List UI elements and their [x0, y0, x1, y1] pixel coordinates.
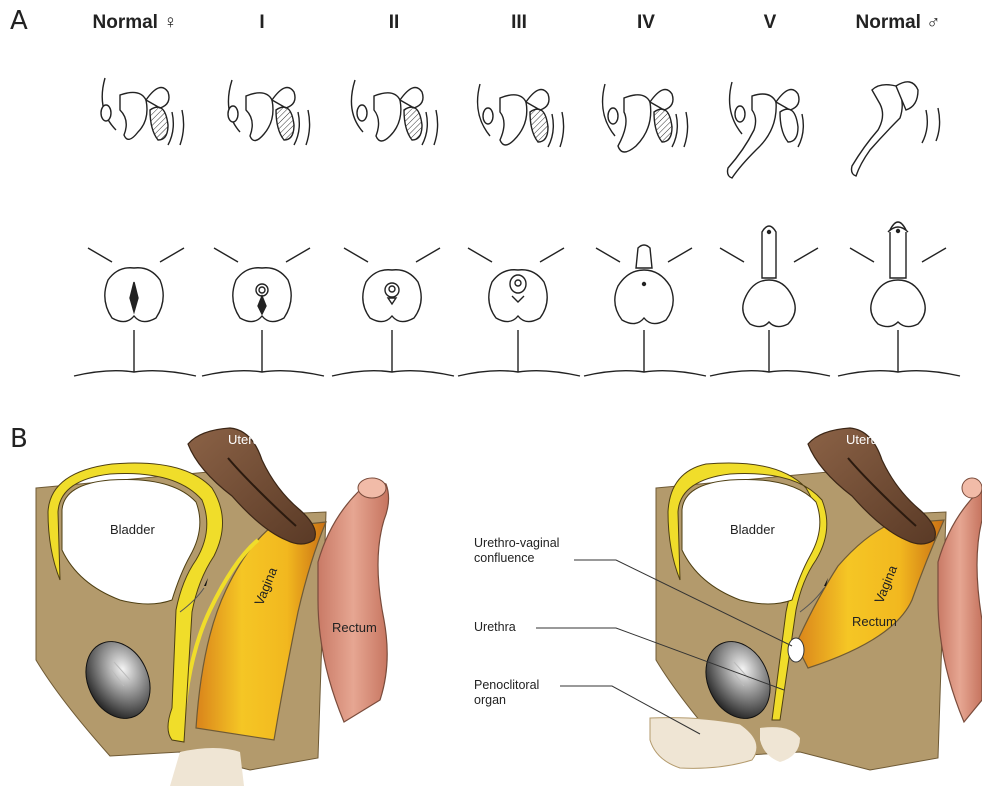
confluence-label-line2: confluence	[474, 551, 559, 566]
normal-pelvis-illustration: Uterus Bladder Vagina Rectum	[36, 428, 389, 786]
penoclitoral-organ-label: Penoclitoral organ	[474, 678, 539, 708]
sagittal-sketch-stage-v	[728, 82, 804, 178]
rectum-label-right: Rectum	[852, 614, 897, 629]
confluence-opening	[788, 638, 804, 662]
confluence-label-line1: Urethro-vaginal	[474, 536, 559, 551]
sagittal-sketch-stage-iv	[603, 84, 688, 152]
bladder-label-right: Bladder	[730, 522, 775, 537]
external-sketch-stage-i	[202, 248, 324, 376]
bladder-label-left: Bladder	[110, 522, 155, 537]
rectum-label-left: Rectum	[332, 620, 377, 635]
urethra-label: Urethra	[474, 620, 516, 635]
organ-label-line1: Penoclitoral	[474, 678, 539, 693]
external-sketch-normal-male	[838, 222, 960, 376]
urethro-vaginal-confluence-label: Urethro-vaginal confluence	[474, 536, 559, 566]
external-sketch-stage-ii	[332, 248, 454, 376]
cah-pelvis-illustration: Uterus Bladder Vagina Rectum	[650, 428, 982, 770]
external-sketch-normal-female	[74, 248, 196, 376]
external-sketch-stage-v	[710, 226, 830, 376]
uterus-label-left: Uterus	[228, 432, 267, 447]
uterus-label-right: Uterus	[846, 432, 885, 447]
external-sketch-stage-iv	[584, 245, 706, 376]
rectum-left	[318, 482, 389, 722]
sagittal-sketch-stage-ii	[351, 80, 437, 145]
sagittal-sketch-normal-male	[852, 82, 940, 176]
sagittal-sketch-stage-i	[228, 80, 310, 145]
organ-label-line2: organ	[474, 693, 539, 708]
sagittal-sketch-normal-female	[101, 78, 184, 145]
sagittal-sketch-stage-iii	[478, 84, 564, 147]
external-sketch-stage-iii	[458, 248, 580, 376]
